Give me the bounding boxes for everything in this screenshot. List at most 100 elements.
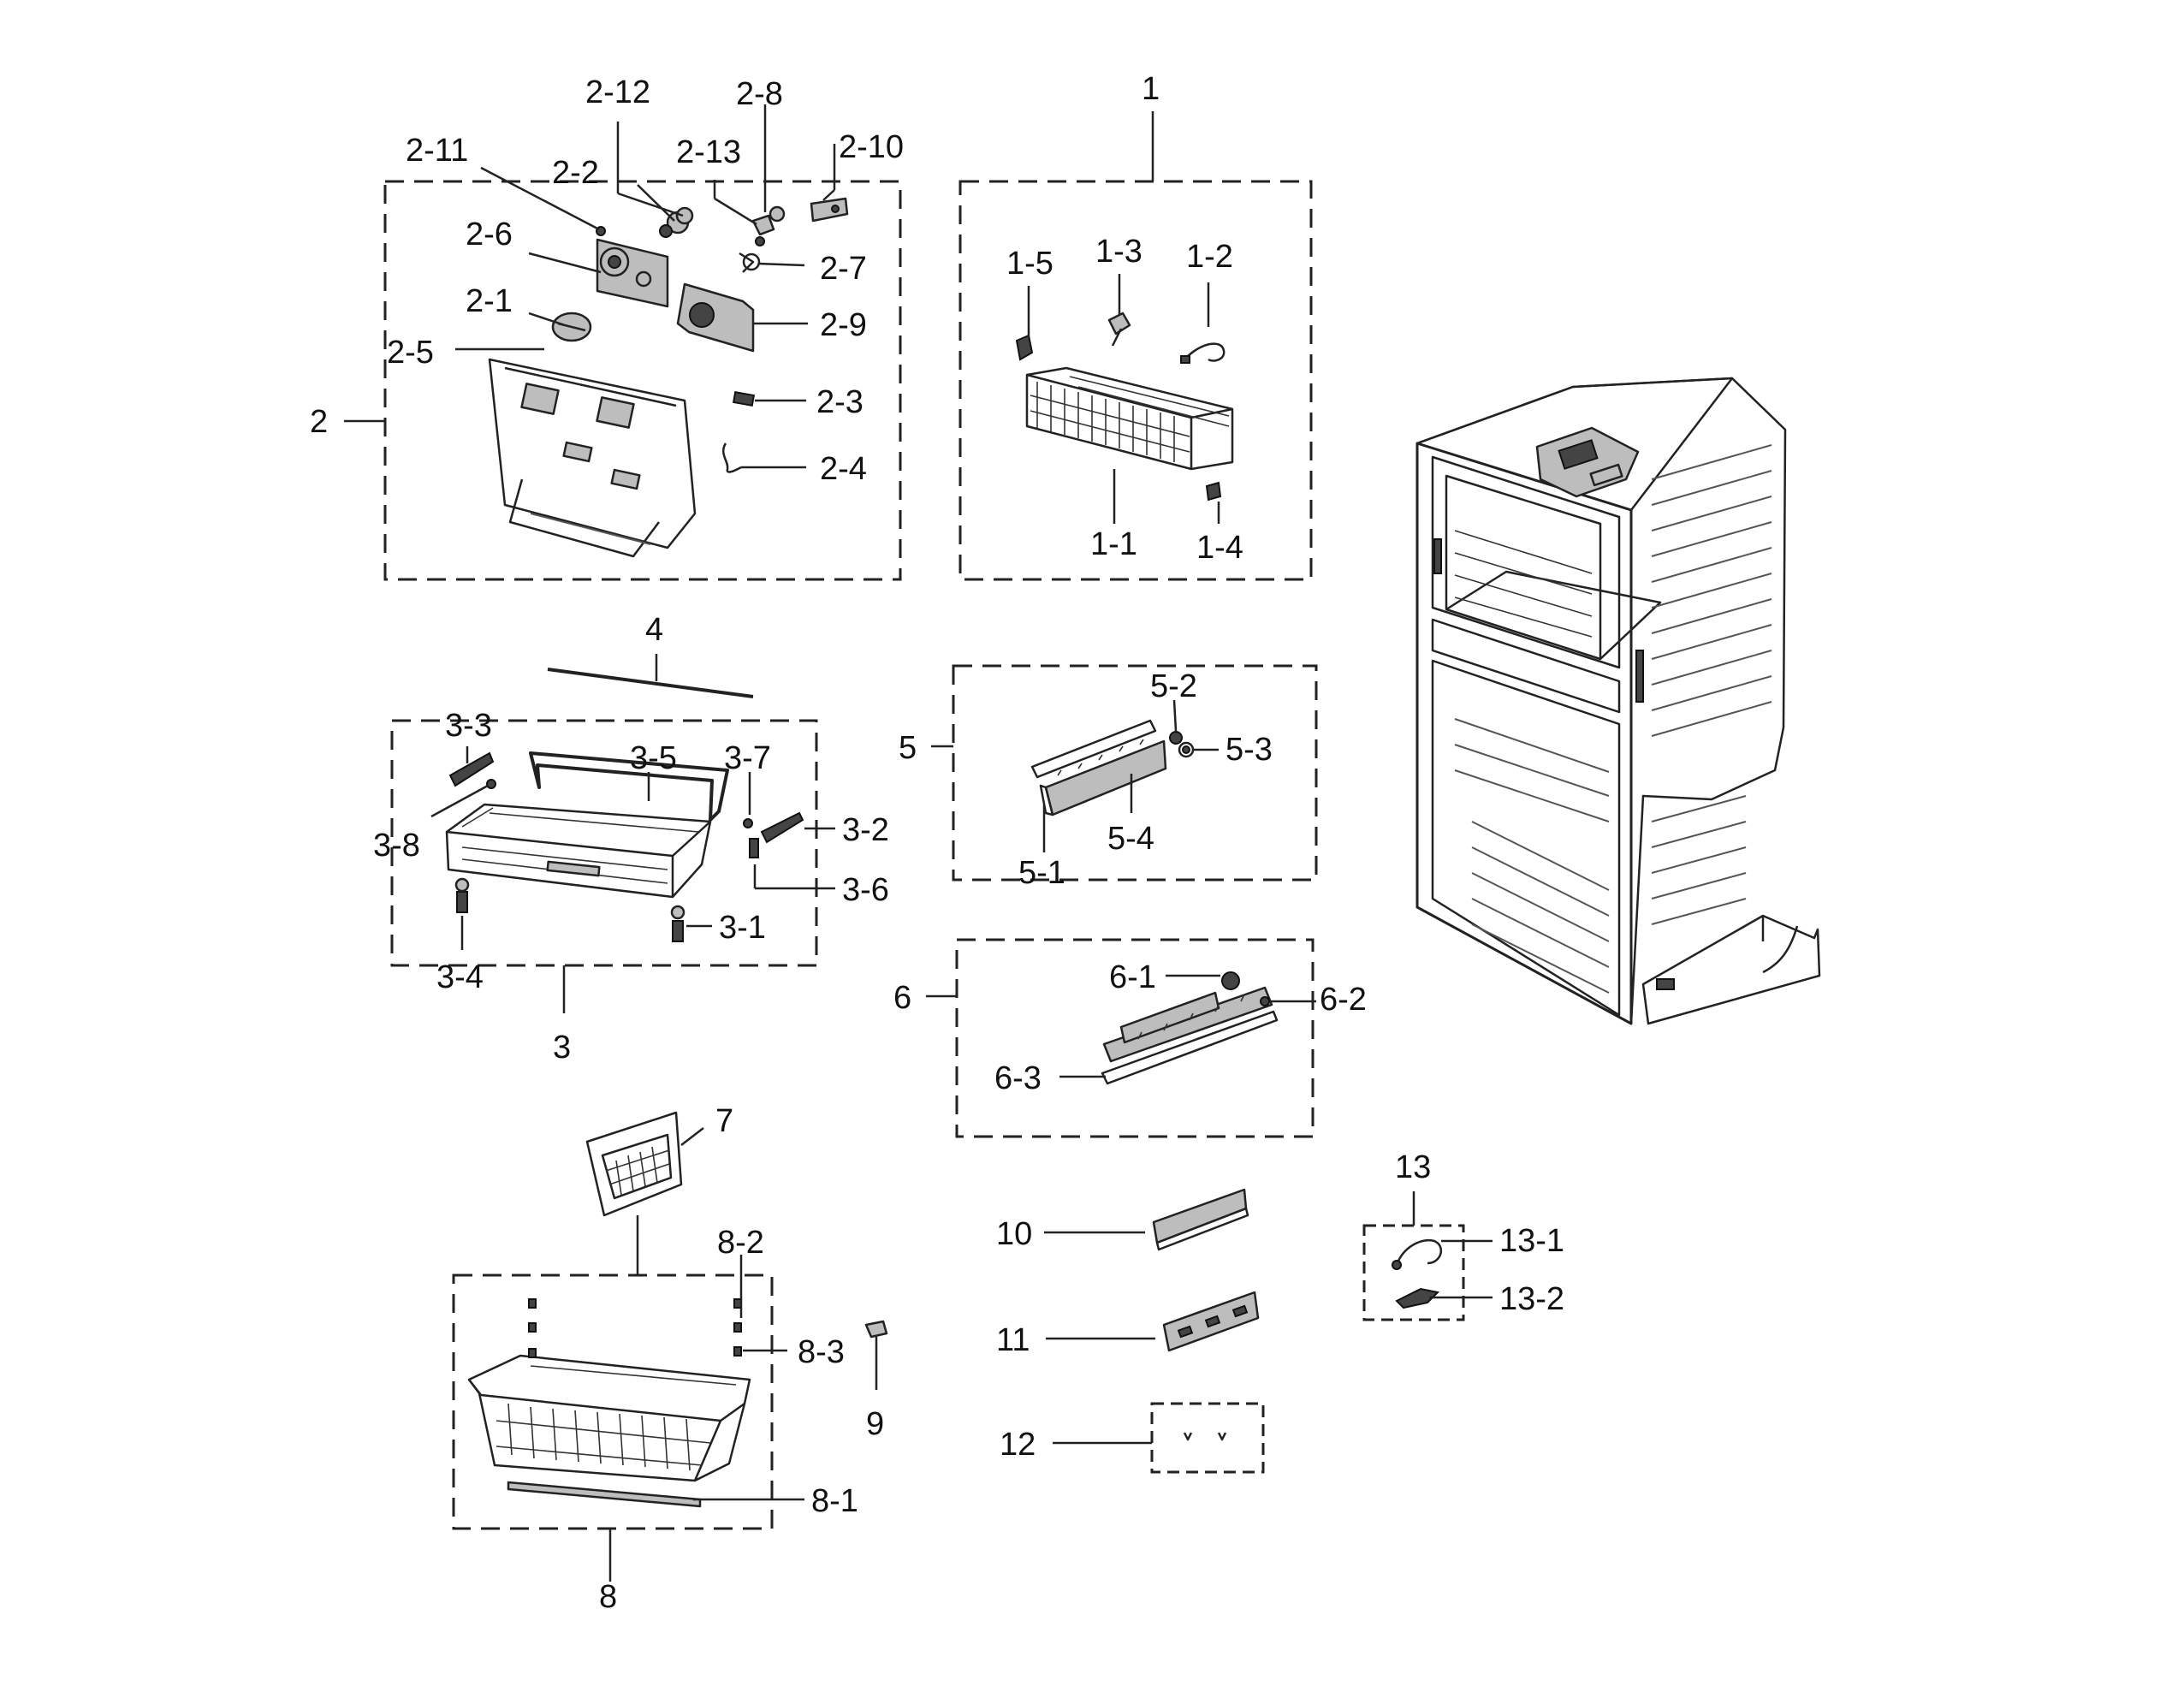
part-2-10-bracket [810,197,849,223]
label-2-13: 2-13 [676,134,741,170]
part-3-7-screw [743,818,753,828]
label-3-5: 3-5 [630,740,677,776]
part-7-cover: 7 [585,1103,733,1275]
label-3-2: 3-2 [842,812,889,848]
part-1-3-fuse [1107,312,1131,347]
group-5-box [952,664,1318,882]
label-2-2: 2-2 [552,155,599,191]
part-2-8-fan-parts [755,205,786,246]
label-3-6: 3-6 [842,872,889,908]
part-9-clip: 9 [864,1320,888,1442]
group-5-rail-assembly: 5 5-2 5-3 5-4 5-1 [899,664,1318,891]
part-1-5-bracket [1015,334,1034,361]
label-4: 4 [645,612,663,648]
part-3-5-drawer-frame [529,751,729,822]
label-1: 1 [1142,71,1160,107]
label-13-1: 13-1 [1499,1223,1564,1259]
group-6-rail-assembly: 6 6-1 6-2 6-3 [893,938,1367,1138]
part-8-1-rail [507,1481,702,1508]
refrigerator-cabinet [1415,377,1821,1025]
part-12-kit: 12 [1000,1402,1265,1474]
part-10-rail: 10 [996,1188,1249,1252]
label-2-8: 2-8 [736,76,783,112]
part-2-cover-panel [488,358,697,558]
part-11-rail: 11 [996,1291,1260,1358]
group-8-box [452,1274,774,1530]
part-1-1-evaporator [1025,366,1234,471]
label-6-1: 6-1 [1109,959,1156,995]
label-3-3: 3-3 [445,708,492,744]
part-6-rail [1101,986,1279,1085]
group-2-fan-cover-assembly: 2 [310,74,904,581]
label-6-2: 6-2 [1320,982,1367,1018]
label-2-10: 2-10 [839,129,904,165]
part-2-7-fitting [742,252,761,271]
label-1-3: 1-3 [1095,234,1142,270]
group-8-basket-assembly: 8 8- [452,1225,858,1615]
label-2-12: 2-12 [585,74,650,110]
part-3-8-stopper [486,779,496,789]
group-2-box [383,180,902,581]
part-13-1-sensor-wire [1392,1238,1443,1270]
label-11: 11 [996,1322,1030,1358]
label-10: 10 [996,1216,1032,1252]
part-3-2-slide-right [760,811,804,844]
part-2-6-fan-motor-plate [596,238,669,308]
label-5-1: 5-1 [1018,855,1065,891]
label-12: 12 [1000,1427,1036,1463]
label-3-7: 3-7 [724,740,771,776]
label-13-2: 13-2 [1499,1281,1564,1317]
part-5-rail [1030,719,1167,816]
label-8-3: 8-3 [798,1334,845,1370]
part-3-drawer-tray [445,803,712,899]
part-2-12-cap [675,206,694,225]
group-3-box [390,719,818,967]
label-9: 9 [866,1406,884,1442]
part-2-4-wire-harness [721,442,742,473]
label-1-1: 1-1 [1090,526,1137,562]
label-2-4: 2-4 [820,451,867,487]
part-5-2-stopper [1169,731,1183,745]
part-3-4-roller-left [454,877,470,913]
part-2-1-fan-blade [551,312,592,342]
label-3: 3 [553,1030,571,1066]
label-6: 6 [893,980,911,1016]
label-5-3: 5-3 [1226,732,1273,768]
part-8-basket [467,1354,751,1482]
part-3-6-roller [749,838,759,858]
label-2-1: 2-1 [466,283,513,319]
part-1-4-clip [1205,481,1222,502]
label-1-4: 1-4 [1196,530,1243,566]
part-6-2-screw [1260,996,1270,1006]
label-2-5: 2-5 [387,335,434,371]
label-7: 7 [715,1103,733,1139]
part-5-3-screw [1178,741,1195,758]
part-2-3-sensor [732,391,756,407]
label-8: 8 [599,1579,617,1615]
label-2-9: 2-9 [820,307,867,343]
part-8-2-pins-left [528,1298,537,1358]
label-8-2: 8-2 [717,1225,764,1261]
part-2-13-damper [739,214,775,273]
group-4-cover-rail: 4 [547,612,754,698]
label-3-1: 3-1 [719,910,766,946]
label-2-11: 2-11 [406,133,468,169]
label-2: 2 [310,404,328,440]
label-3-4: 3-4 [436,959,484,995]
label-5: 5 [899,730,917,766]
part-6-1-stopper [1221,971,1240,990]
group-1-evaporator-assembly: 1 [958,71,1313,581]
label-2-7: 2-7 [820,251,867,287]
group-13-sensor-assembly: 13 13-1 13-2 [1362,1149,1564,1321]
label-3-8: 3-8 [373,828,420,864]
label-13: 13 [1395,1149,1431,1185]
label-5-2: 5-2 [1150,668,1197,704]
group-3-drawer-assembly: 3 [373,708,889,1066]
group-1-box [958,180,1313,581]
label-1-5: 1-5 [1006,246,1053,282]
label-1-2: 1-2 [1186,239,1233,275]
label-5-4: 5-4 [1107,821,1154,857]
label-6-3: 6-3 [994,1060,1042,1096]
part-1-2-sensor-wire [1180,342,1226,364]
